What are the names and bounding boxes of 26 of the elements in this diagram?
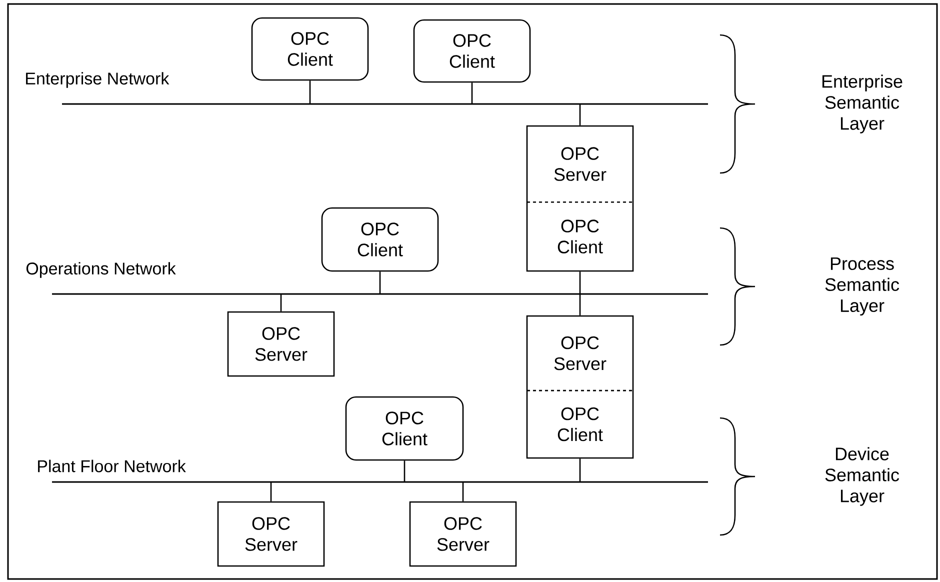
layer-label: Process Semantic Layer [825, 257, 900, 316]
server-box: OPC Server [227, 311, 335, 377]
layer-label: Device Semantic Layer [825, 447, 900, 506]
client-box: OPC Client [413, 19, 531, 83]
connector-line [379, 272, 381, 294]
connector-line [462, 482, 464, 502]
client-box: OPC Client [345, 396, 464, 461]
connector-line [579, 272, 581, 294]
server-box: OPC Server [409, 501, 517, 567]
connector-line [579, 104, 581, 126]
client-box: OPC Client [251, 17, 369, 81]
server-box: OPC Server [217, 501, 325, 567]
client-box: OPC Client [321, 207, 439, 272]
connector-line [280, 294, 282, 312]
network-label: Plant Floor Network [38, 460, 186, 472]
connector-line [404, 460, 406, 482]
connector-line [471, 82, 473, 104]
network-label: Operations Network [26, 262, 176, 278]
split-box: OPC Server OPC Client [526, 125, 634, 272]
connector-line [579, 458, 581, 482]
connector-line [270, 482, 272, 502]
connector-line [579, 294, 581, 316]
network-label: Enterprise Network [26, 72, 170, 88]
split-box: OPC Server OPC Client [526, 315, 634, 459]
connector-line [309, 80, 311, 104]
layer-label: Enterprise Semantic Layer [822, 74, 902, 134]
